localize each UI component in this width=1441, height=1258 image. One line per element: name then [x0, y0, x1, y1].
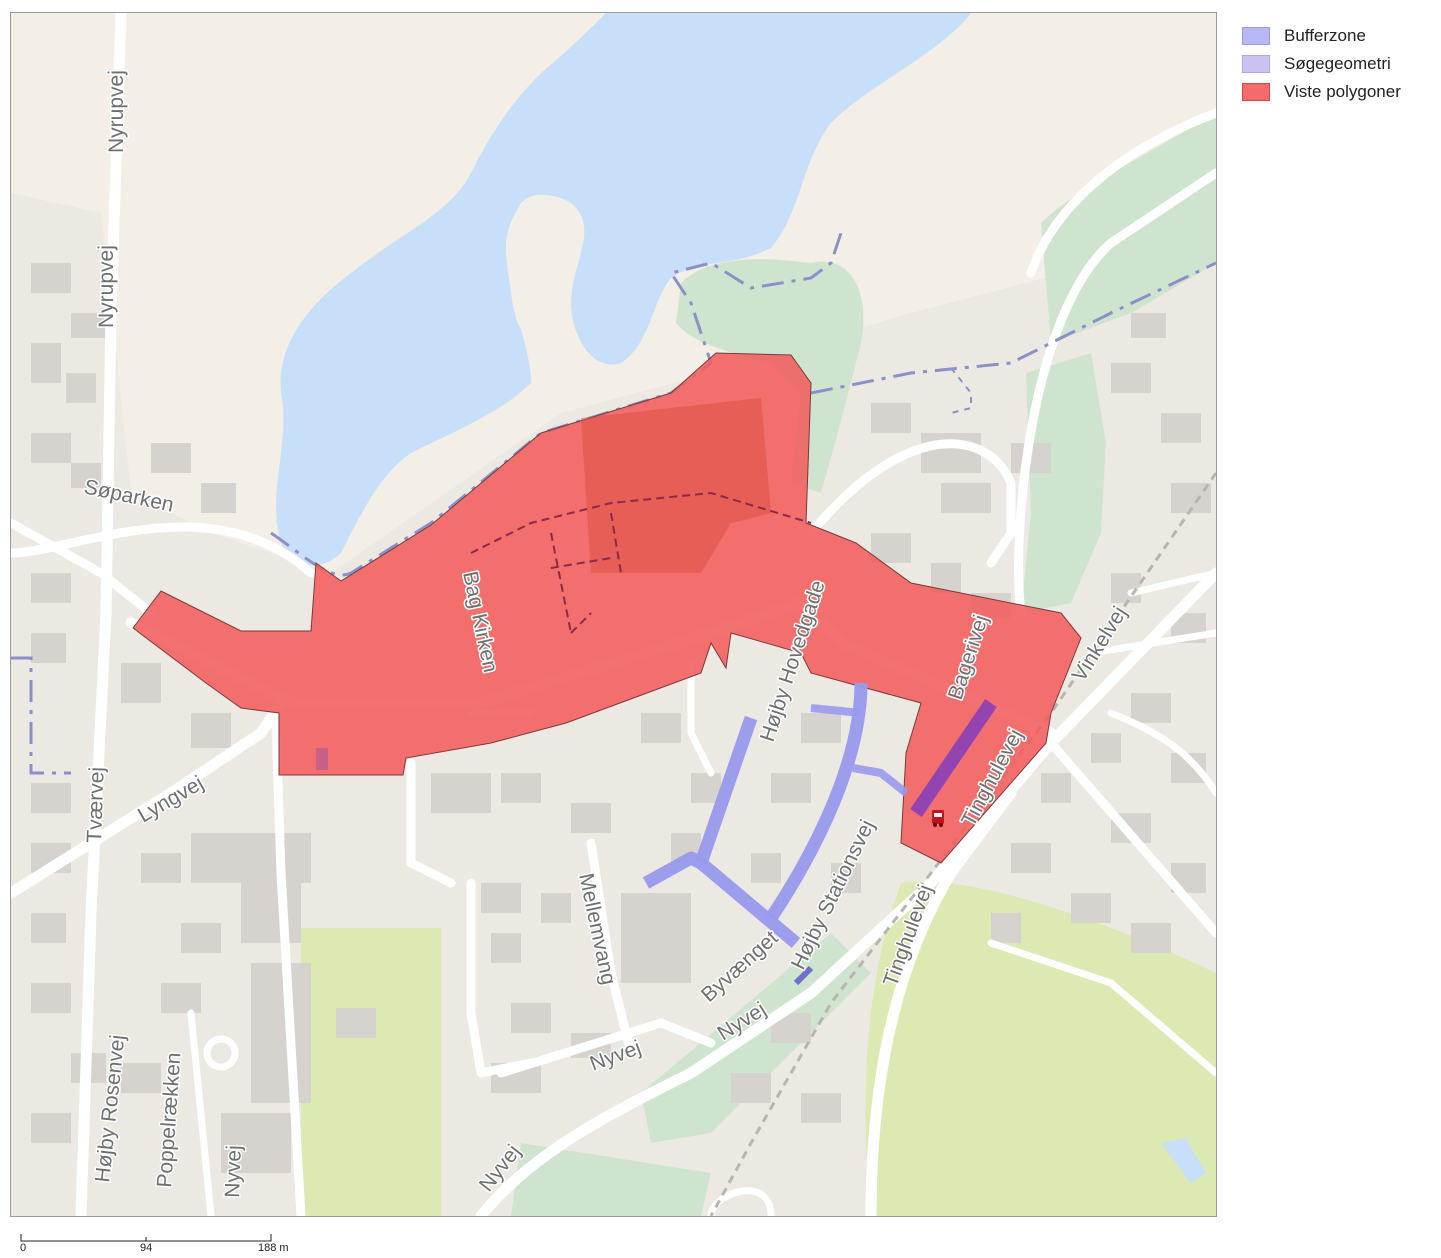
buffer-line-branch	[810, 704, 862, 717]
bus-stop-icon[interactable]	[932, 810, 944, 827]
legend-item-sogegeometri: Søgegeometri	[1242, 50, 1401, 78]
pond	[1161, 1138, 1206, 1183]
buffer-line-link	[852, 764, 909, 797]
boundary-line-loop	[950, 367, 972, 414]
legend-swatch-viste-polygoner	[1242, 83, 1270, 101]
map-view[interactable]: Nyrupvej Nyrupvej Søparken Bag Kirken Hø…	[10, 12, 1217, 1217]
scale-tick-0: 0	[20, 1242, 27, 1254]
legend-label-bufferzone: Bufferzone	[1284, 26, 1366, 45]
displayed-polygon-main[interactable]	[132, 352, 1082, 864]
legend-label-sogegeometri: Søgegeometri	[1284, 54, 1391, 73]
displayed-polygon-dark-block	[581, 398, 771, 573]
displayed-polygon-inner-paths	[470, 491, 812, 634]
search-core-line	[910, 699, 997, 817]
lake-island	[509, 194, 572, 350]
buffer-line-south	[793, 965, 814, 986]
legend-swatch-sogegeometri	[1242, 55, 1270, 73]
scale-bar: 0 94 188 m	[20, 1232, 320, 1258]
meadow-west	[301, 928, 441, 1216]
scale-bar-line	[20, 1234, 272, 1242]
map-legend: Bufferzone Søgegeometri Viste polygoner	[1242, 22, 1401, 106]
park-east	[1021, 353, 1106, 613]
legend-label-viste-polygoner: Viste polygoner	[1284, 82, 1401, 101]
park-southwest	[511, 1143, 711, 1216]
buffer-line-west	[694, 715, 758, 866]
street-label-nyrupvej-2: Nyrupvej	[95, 245, 118, 328]
meadow-southeast	[865, 881, 1216, 1216]
boundary-line	[270, 232, 843, 577]
street-label-tvaervej: Tværvej	[83, 767, 109, 844]
railway	[709, 472, 1216, 1216]
scale-tick-188: 188 m	[258, 1242, 289, 1254]
legend-item-viste-polygoner: Viste polygoner	[1242, 78, 1401, 106]
legend-swatch-bufferzone	[1242, 27, 1270, 45]
street-label-nyvej-4: Nyvej	[221, 1145, 246, 1198]
scale-tick-94: 94	[140, 1242, 153, 1254]
legend-item-bufferzone: Bufferzone	[1242, 22, 1401, 50]
buffer-line-east	[765, 682, 868, 922]
lake	[276, 13, 971, 566]
boundary-line-east	[810, 261, 1216, 395]
park-north	[676, 259, 864, 493]
search-geometry[interactable]	[642, 682, 997, 986]
displayed-polygon-small-marker	[316, 748, 328, 770]
boundary-line-west	[11, 656, 71, 775]
street-label-nyrupvej-1: Nyrupvej	[105, 70, 128, 153]
map-canvas[interactable]: Nyrupvej Nyrupvej Søparken Bag Kirken Hø…	[11, 13, 1216, 1216]
buildings	[31, 263, 1211, 1173]
